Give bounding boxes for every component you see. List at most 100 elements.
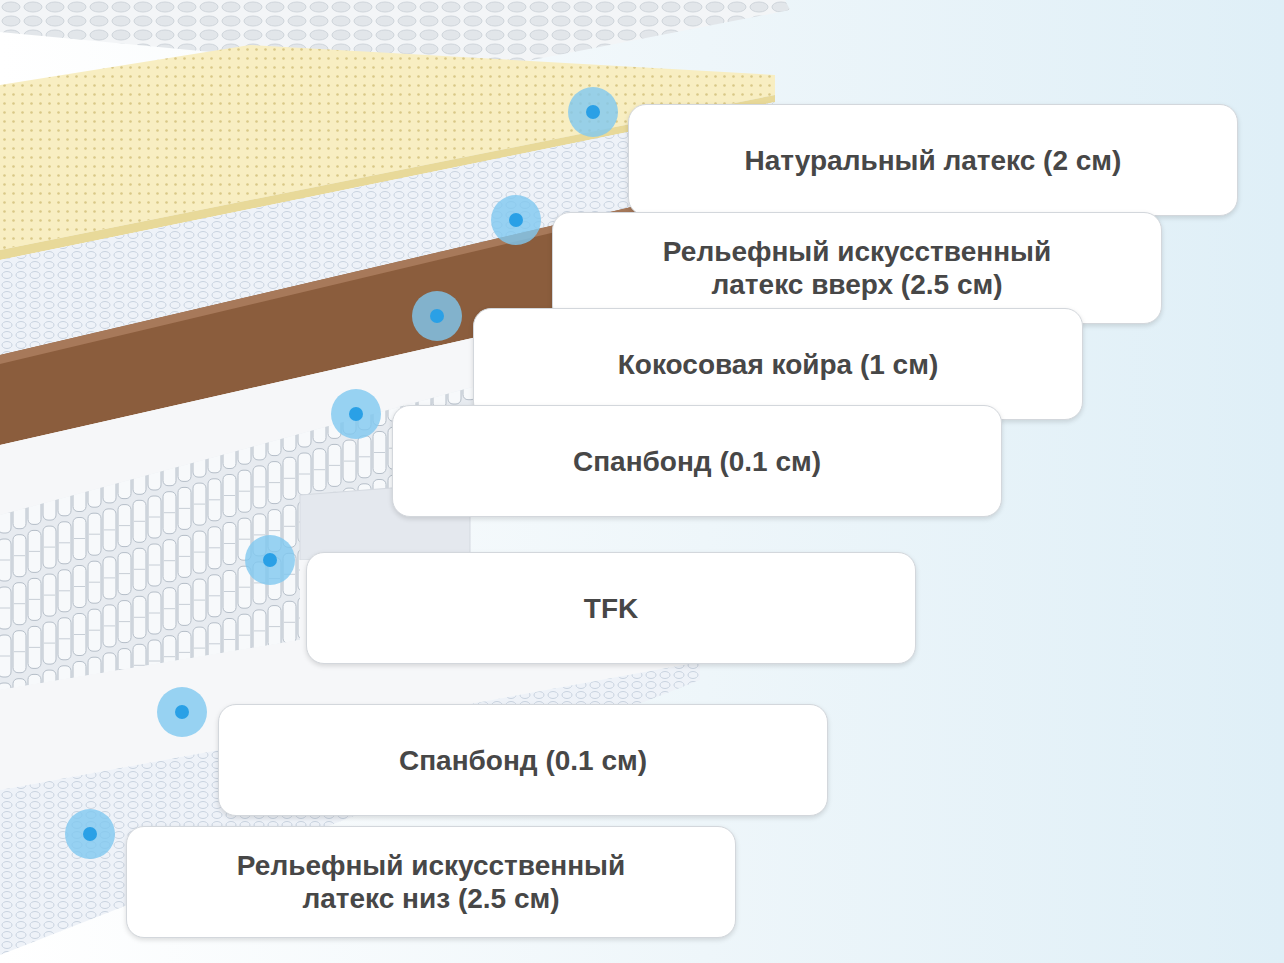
spring-winding <box>344 317 355 318</box>
marker-dot <box>349 407 363 421</box>
spring-winding <box>314 469 325 470</box>
spring-coil <box>43 526 56 568</box>
spring-coil <box>373 336 386 378</box>
spring-winding <box>374 452 385 453</box>
marker-dot <box>83 827 97 841</box>
spring-winding <box>329 321 340 322</box>
spring-winding <box>194 648 205 649</box>
spring-coil <box>403 327 416 369</box>
marker-halo <box>331 389 381 439</box>
spring-winding <box>104 625 115 626</box>
spring-winding <box>224 495 235 496</box>
spring-coil <box>88 561 101 603</box>
spring-winding <box>239 443 250 444</box>
spring-coil <box>118 505 131 547</box>
spring-coil <box>223 571 236 613</box>
spring-coil <box>298 309 311 351</box>
spring-coil <box>358 340 371 382</box>
spring-winding <box>194 504 205 505</box>
spring-winding <box>119 429 130 430</box>
spring-winding <box>239 347 250 348</box>
spring-coil <box>163 396 176 438</box>
spring-coil <box>283 313 296 355</box>
spring-winding <box>149 469 160 470</box>
spring-winding <box>389 352 400 353</box>
spring-coil <box>253 322 266 364</box>
spring-winding <box>299 426 310 427</box>
spring-winding <box>239 395 250 396</box>
spring-coil <box>148 448 161 490</box>
callout-text: Рельефный искусственный латекс низ (2.5 … <box>191 849 671 915</box>
spring-winding <box>29 503 40 504</box>
spring-winding <box>164 464 175 465</box>
spring-coil <box>388 283 401 325</box>
spring-coil <box>313 449 326 491</box>
spring-winding <box>179 604 190 605</box>
spring-winding <box>194 408 205 409</box>
marker-dot <box>263 553 277 567</box>
spring-winding <box>209 499 220 500</box>
spring-winding <box>119 573 130 574</box>
spring-winding <box>209 403 220 404</box>
spring-winding <box>74 634 85 635</box>
spring-winding <box>239 587 250 588</box>
spring-winding <box>374 308 385 309</box>
spring-winding <box>89 486 100 487</box>
spring-coil <box>103 461 116 503</box>
spring-coil <box>223 331 236 373</box>
marker-halo <box>245 535 295 585</box>
spring-coil <box>163 348 176 390</box>
spring-winding <box>104 385 115 386</box>
spring-coil <box>208 383 221 425</box>
spring-winding <box>404 299 415 300</box>
spring-winding <box>59 446 70 447</box>
spring-coil <box>133 356 146 398</box>
spring-winding <box>329 369 340 370</box>
spring-winding <box>239 635 250 636</box>
spring-coil <box>373 288 386 330</box>
spring-winding <box>14 507 25 508</box>
spring-coil <box>268 606 281 648</box>
spring-winding <box>44 403 55 404</box>
spring-winding <box>269 338 280 339</box>
spring-coil <box>253 370 266 412</box>
spring-winding <box>284 334 295 335</box>
spring-coil <box>238 470 251 512</box>
spring-coil <box>73 374 86 416</box>
spring-winding <box>89 630 100 631</box>
spring-coil <box>133 404 146 446</box>
spring-coil <box>73 470 86 512</box>
spring-coil <box>58 522 71 564</box>
spring-coil <box>103 509 116 551</box>
spring-winding <box>0 464 10 465</box>
spring-winding <box>269 530 280 531</box>
spring-winding <box>134 569 145 570</box>
spring-winding <box>224 639 235 640</box>
spring-winding <box>89 534 100 535</box>
spring-winding <box>269 386 280 387</box>
spring-coil <box>28 386 41 428</box>
spring-winding <box>314 325 325 326</box>
spring-coil <box>193 579 206 621</box>
spring-coil <box>388 331 401 373</box>
spring-winding <box>74 538 85 539</box>
spring-winding <box>134 473 145 474</box>
spring-winding <box>179 508 190 509</box>
spring-coil <box>148 352 161 394</box>
spring-winding <box>464 282 475 283</box>
spring-coil <box>163 492 176 534</box>
spring-winding <box>74 442 85 443</box>
spring-coil <box>28 578 41 620</box>
spring-coil <box>313 401 326 443</box>
spring-coil <box>238 422 251 464</box>
spring-coil <box>193 531 206 573</box>
spring-winding <box>224 399 235 400</box>
spring-winding <box>179 556 190 557</box>
spring-winding <box>29 551 40 552</box>
spring-coil <box>73 566 86 608</box>
spring-winding <box>224 543 235 544</box>
spring-coil <box>298 357 311 399</box>
marker-dot <box>586 105 600 119</box>
spring-coil <box>0 635 11 677</box>
spring-winding <box>359 312 370 313</box>
